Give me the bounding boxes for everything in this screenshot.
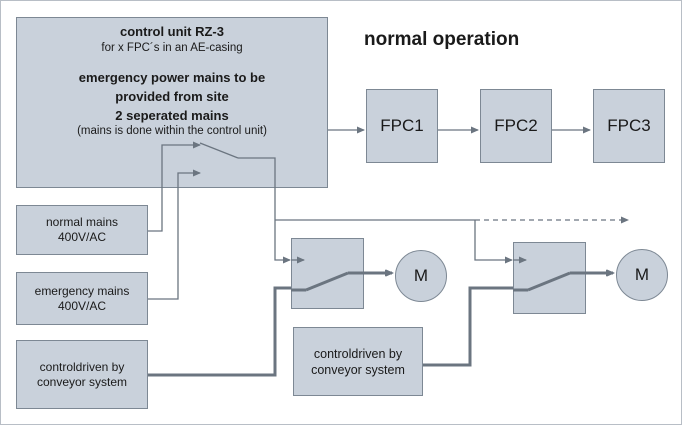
- right-switch-box: [513, 242, 586, 314]
- control-line-left: [148, 284, 302, 377]
- emergency-line: emergency power mains to be: [78, 70, 266, 85]
- control-unit-subtitle: for x FPC´s in an AE-casing: [101, 42, 243, 54]
- control-unit-note: (mains is done within the control unit): [77, 125, 267, 137]
- emergency-line: provided from site: [115, 89, 229, 104]
- diagram-title: normal operation: [364, 29, 520, 50]
- control-left-line2: conveyor system: [36, 374, 128, 389]
- emergency-mains-box: emergency mains 400V/AC: [16, 272, 148, 325]
- normal-mains-box: normal mains 400V/AC: [16, 205, 148, 255]
- motor-right: M: [616, 249, 668, 301]
- control-unit-emergency-text: emergency power mains to be provided fro…: [17, 68, 327, 125]
- control-line-right: [423, 284, 524, 367]
- control-right-line1: controldriven by: [313, 346, 403, 361]
- emergency-mains-voltage: 400V/AC: [57, 298, 107, 313]
- normal-mains-label: normal mains: [45, 215, 119, 229]
- emergency-mains-label: emergency mains: [34, 283, 130, 298]
- emergency-line: 2 seperated mains: [115, 108, 229, 123]
- fpc1-box: FPC1: [366, 89, 438, 163]
- motor-left: M: [395, 250, 447, 302]
- control-right-box: controldriven by conveyor system: [293, 327, 423, 396]
- control-left-box: controldriven by conveyor system: [16, 340, 148, 409]
- fpc3-box: FPC3: [593, 89, 665, 163]
- control-left-line1: controldriven by: [39, 359, 125, 374]
- control-right-line2: conveyor system: [311, 362, 405, 377]
- control-unit-box: control unit RZ-3 for x FPC´s in an AE-c…: [16, 17, 328, 188]
- normal-mains-voltage: 400V/AC: [57, 230, 107, 244]
- wire-bus-right-switch: [474, 220, 513, 264]
- control-unit-title: control unit RZ-3: [120, 24, 224, 39]
- fpc2-box: FPC2: [480, 89, 552, 163]
